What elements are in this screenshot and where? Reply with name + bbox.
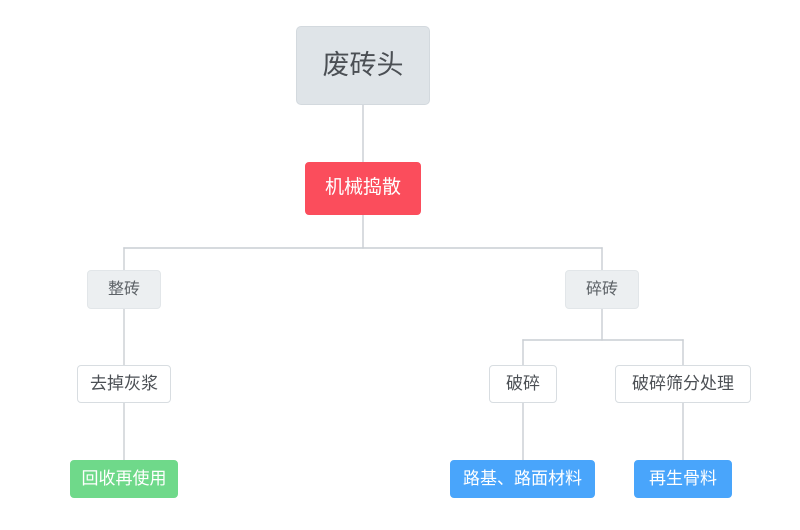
node-recycle-reuse[interactable]: 回收再使用: [70, 460, 178, 498]
node-mechanical-breakup[interactable]: 机械捣散: [305, 162, 421, 215]
node-recycled-aggregate[interactable]: 再生骨料: [634, 460, 732, 498]
node-crush[interactable]: 破碎: [489, 365, 557, 403]
node-broken-brick[interactable]: 碎砖: [565, 270, 639, 309]
node-whole-brick[interactable]: 整砖: [87, 270, 161, 309]
node-root-waste-brick[interactable]: 废砖头: [296, 26, 430, 105]
node-roadbed-pavement-material[interactable]: 路基、路面材料: [450, 460, 595, 498]
node-crush-screen-treatment[interactable]: 破碎筛分处理: [615, 365, 751, 403]
node-remove-mortar[interactable]: 去掉灰浆: [77, 365, 171, 403]
